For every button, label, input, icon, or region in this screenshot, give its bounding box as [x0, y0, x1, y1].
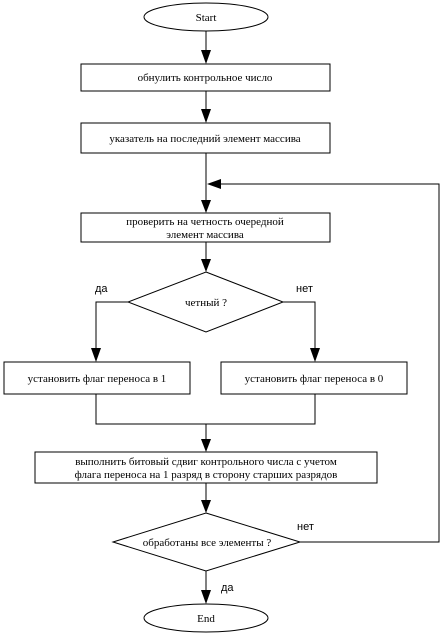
- process-pointer-last-element: указатель на последний элемент массива: [80, 122, 331, 154]
- connector-pointer-check: [201, 153, 211, 213]
- connector-done-end: да: [201, 571, 234, 604]
- arrowhead: [201, 259, 211, 272]
- connector-loop-back: нет: [207, 179, 440, 543]
- decision-is-even: четный ?: [126, 271, 285, 333]
- connector-shift-done: [201, 483, 211, 513]
- start-terminator: Start: [143, 2, 269, 32]
- set-carry-0-label: установить флаг переноса в 0: [245, 373, 384, 385]
- arrowhead: [201, 50, 211, 64]
- process-reset-checksum: обнулить контрольное число: [80, 63, 331, 92]
- shift-label-line1: выполнить битовый сдвиг контрольного чис…: [75, 456, 337, 468]
- start-label: Start: [196, 12, 217, 24]
- arrowhead: [201, 439, 211, 452]
- end-terminator: End: [143, 603, 269, 633]
- connector-check-decision: [201, 242, 211, 272]
- connector-merge: [95, 394, 316, 452]
- arrowhead: [201, 500, 211, 513]
- process-check-parity: проверить на четность очередной элемент …: [80, 212, 331, 243]
- even-yes-label: да: [95, 283, 108, 295]
- arrowhead: [207, 179, 221, 189]
- check-parity-label-line2: элемент массива: [166, 229, 244, 241]
- process-bit-shift: выполнить битовый сдвиг контрольного чис…: [34, 451, 378, 484]
- done-no-label: нет: [297, 521, 314, 533]
- decision-all-processed: обработаны все элементы ?: [111, 512, 302, 572]
- check-parity-label-line1: проверить на четность очередной: [126, 216, 284, 228]
- arrowhead: [201, 200, 211, 213]
- all-processed-label: обработаны все элементы ?: [143, 537, 272, 549]
- arrowhead: [201, 109, 211, 123]
- process-set-carry-1: установить флаг переноса в 1: [3, 361, 191, 395]
- arrowhead: [91, 348, 101, 362]
- connector-start-reset: [201, 31, 211, 64]
- connector-even-no: нет: [283, 283, 320, 362]
- arrowhead: [201, 590, 211, 604]
- connector-even-yes: да: [91, 283, 128, 362]
- shift-label-line2: флага переноса на 1 разряд в сторону ста…: [75, 469, 338, 481]
- set-carry-1-label: установить флаг переноса в 1: [28, 373, 167, 385]
- process-set-carry-0: установить флаг переноса в 0: [220, 361, 408, 395]
- done-yes-label: да: [221, 582, 234, 594]
- end-label: End: [197, 613, 215, 625]
- connector-reset-pointer: [201, 91, 211, 123]
- pointer-last-label: указатель на последний элемент массива: [109, 133, 300, 145]
- is-even-label: четный ?: [185, 297, 227, 309]
- arrowhead: [310, 348, 320, 362]
- reset-checksum-label: обнулить контрольное число: [138, 72, 273, 84]
- even-no-label: нет: [296, 283, 313, 295]
